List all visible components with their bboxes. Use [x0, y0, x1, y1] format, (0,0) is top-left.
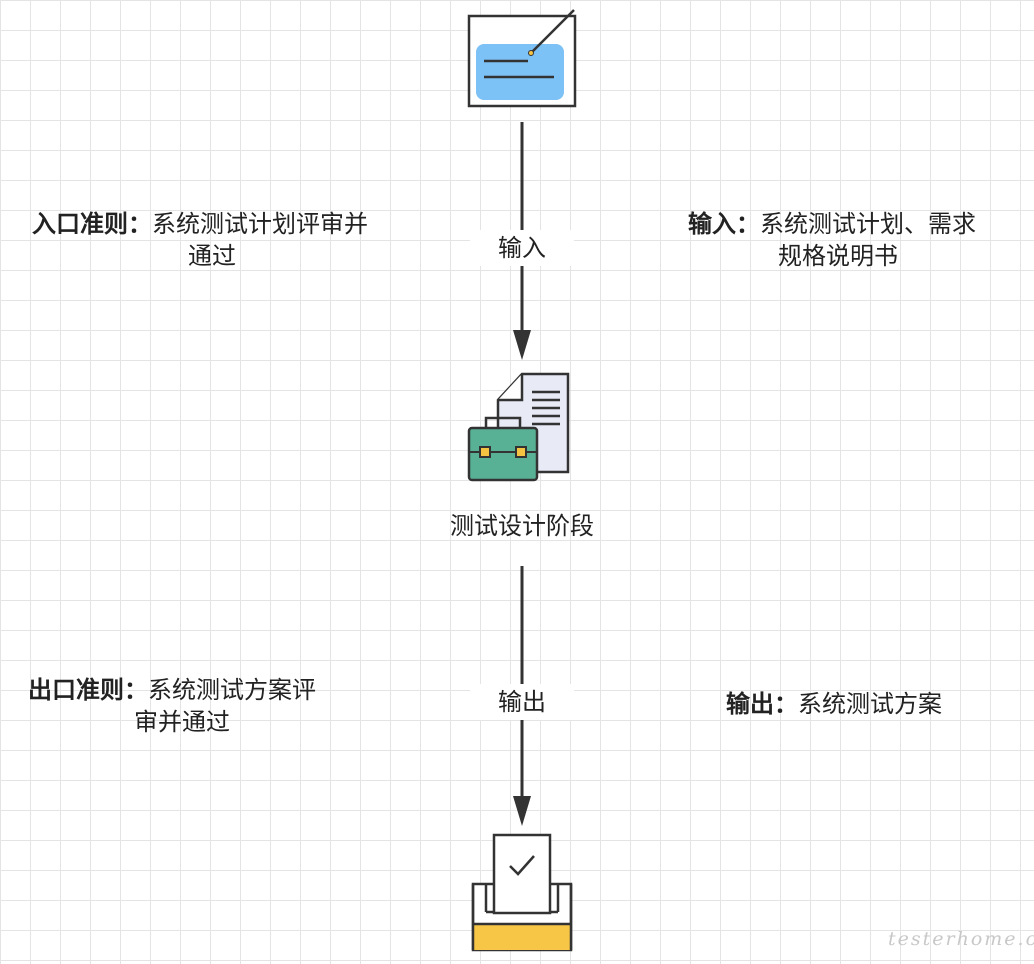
ballot-box-check-icon	[471, 833, 573, 952]
arrow-input	[513, 122, 531, 360]
output-criteria: 输出：系统测试方案	[726, 688, 1026, 720]
output-text: 系统测试方案	[798, 690, 942, 718]
phase-label: 测试设计阶段	[450, 512, 594, 540]
arrow-output	[513, 566, 531, 826]
exit-criteria: 出口准则：系统测试方案评 审并通过	[28, 674, 388, 738]
input-criteria: 输入：系统测试计划、需求 规格说明书	[688, 208, 1028, 272]
input-text-line1: 系统测试计划、需求	[760, 210, 976, 238]
entry-text-line1: 系统测试计划评审并	[152, 210, 368, 238]
arrow-output-label: 输出	[470, 684, 574, 720]
entry-text-line2: 通过	[188, 242, 236, 270]
entry-label: 入口准则：	[32, 210, 152, 238]
output-label: 输出：	[726, 690, 798, 718]
exit-text-line2: 审并通过	[134, 708, 230, 736]
briefcase-document-icon	[467, 372, 570, 482]
entry-criteria: 入口准则：系统测试计划评审并 通过	[32, 208, 412, 272]
plan-card-icon	[467, 9, 577, 108]
input-text-line2: 规格说明书	[778, 242, 898, 270]
watermark: testerhome.com	[888, 928, 1034, 950]
exit-label: 出口准则：	[28, 676, 148, 704]
input-label: 输入：	[688, 210, 760, 238]
arrow-input-label: 输入	[470, 230, 574, 266]
exit-text-line1: 系统测试方案评	[148, 676, 316, 704]
